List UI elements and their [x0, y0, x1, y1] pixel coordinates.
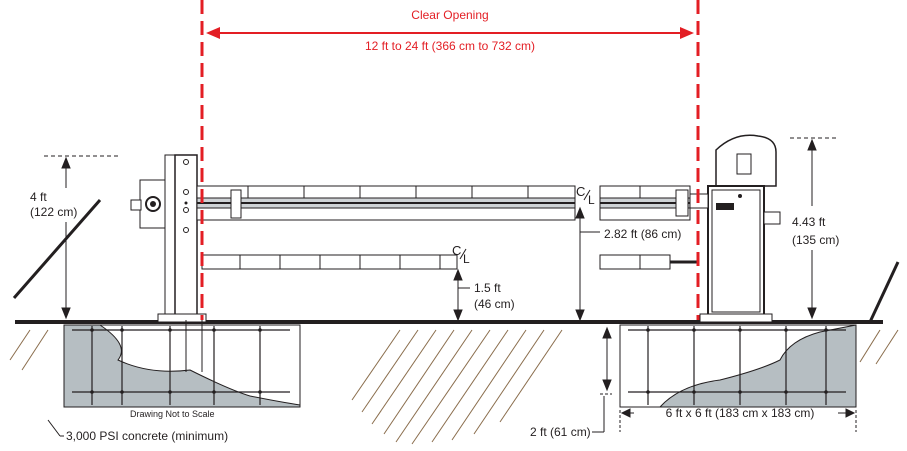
left-height-cm: (122 cm) [30, 205, 77, 219]
arrow-icon [206, 27, 220, 39]
svg-text:C: C [452, 243, 461, 258]
mid-height-dimension [575, 206, 600, 322]
svg-text:L: L [463, 252, 470, 266]
operator-height-cm: (135 cm) [792, 233, 839, 247]
pad-depth-dimension [592, 326, 612, 433]
clear-opening-markers [200, 0, 700, 320]
pad-depth-label: 2 ft (61 cm) [530, 425, 591, 439]
concrete-note: 3,000 PSI concrete (minimum) [66, 429, 228, 443]
clear-opening-title: Clear Opening [411, 8, 488, 22]
scale-note: Drawing Not to Scale [130, 409, 215, 419]
pad-width-label: 6 ft x 6 ft (183 cm x 183 cm) [666, 406, 815, 420]
lower-arm-dimension [453, 268, 470, 322]
left-height-ft: 4 ft [30, 190, 47, 204]
mid-height-label: 2.82 ft (86 cm) [604, 227, 681, 241]
centerline-lower: C L [452, 243, 470, 266]
gate-post-icon [130, 154, 207, 372]
lower-gate-arm [201, 254, 698, 270]
lower-arm-cm: (46 cm) [474, 297, 515, 311]
operator-height-dimension [790, 137, 836, 320]
upper-gate-arm [196, 185, 691, 221]
arrow-icon [680, 27, 694, 39]
centerline-upper: C L [576, 184, 595, 207]
left-height-dimension [44, 155, 118, 320]
gate-operator-icon [689, 134, 781, 323]
operator-height-ft: 4.43 ft [792, 215, 826, 229]
concrete-leader [47, 419, 64, 437]
left-concrete-pad [63, 324, 301, 408]
svg-text:L: L [588, 193, 595, 207]
svg-text:C: C [576, 184, 585, 199]
lower-arm-ft: 1.5 ft [474, 281, 501, 295]
right-concrete-pad [619, 324, 857, 408]
pad-width-dimension [619, 408, 857, 432]
clear-opening-range: 12 ft to 24 ft (366 cm to 732 cm) [365, 39, 535, 53]
